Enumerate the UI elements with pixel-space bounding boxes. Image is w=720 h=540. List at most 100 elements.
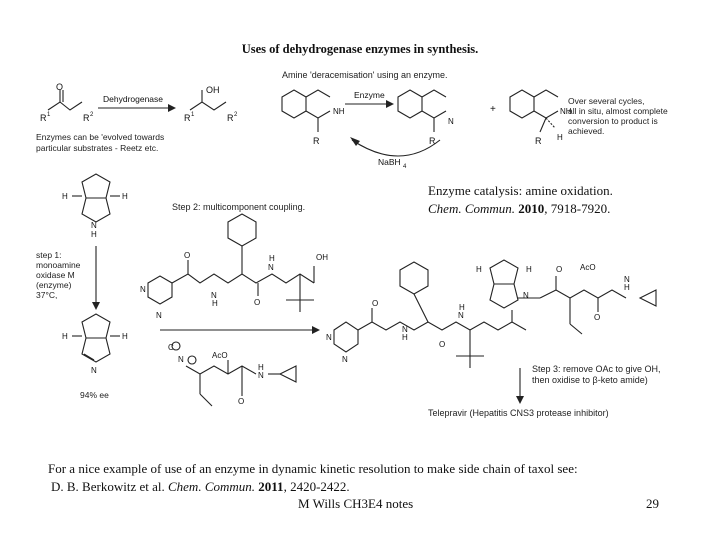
svg-text:NaBH: NaBH <box>378 157 401 167</box>
page-number: 29 <box>646 496 659 511</box>
evolved-note-line1: Enzymes can be 'evolved towards <box>36 132 165 142</box>
svg-text:N: N <box>156 311 162 320</box>
svg-text:N: N <box>326 333 332 342</box>
telepravir-label: Telepravir (Hepatitis CNS3 protease inhi… <box>428 408 609 418</box>
svg-text:N: N <box>91 221 97 230</box>
svg-text:R: R <box>313 136 320 146</box>
svg-text:N: N <box>342 355 348 364</box>
amine-oxidation-caption: Enzyme catalysis: amine oxidation. <box>428 183 613 198</box>
svg-text:R: R <box>40 113 47 123</box>
svg-text:Dehydrogenase: Dehydrogenase <box>103 94 163 104</box>
step3-line1: Step 3: remove OAc to give OH, <box>532 364 661 374</box>
svg-text:N: N <box>402 325 408 334</box>
nabh4-return-arrow: NaBH 4 <box>350 137 441 170</box>
cycles-note-line: conversion to product is <box>568 116 658 126</box>
dehydrogenase-arrow: Dehydrogenase <box>98 94 176 112</box>
svg-text:H: H <box>624 283 630 292</box>
footer-journal: Chem. Commun. <box>167 479 256 494</box>
footer-line2: D. B. Berkowitz et al. Chem. Commun. 201… <box>51 479 350 495</box>
svg-text:H: H <box>269 254 275 263</box>
svg-text:H: H <box>62 192 68 201</box>
svg-text:H: H <box>91 230 97 239</box>
svg-text:H: H <box>258 363 264 372</box>
svg-text:N: N <box>211 291 217 300</box>
svg-text:C: C <box>168 343 174 352</box>
footer-year: 2011 <box>258 479 284 494</box>
svg-text:O: O <box>254 298 260 307</box>
amine-racemic: R NH <box>281 89 345 146</box>
coupling-arrow <box>160 326 320 334</box>
footer-authors: D. B. Berkowitz et al. <box>51 479 165 494</box>
svg-text:2: 2 <box>234 112 238 118</box>
footer-pages: , 2420-2422. <box>283 479 350 494</box>
citation-2010: Chem. Commun. 2010, 7918-7920. <box>428 201 610 217</box>
svg-text:H: H <box>476 265 482 274</box>
svg-text:H: H <box>402 333 408 342</box>
svg-text:O: O <box>372 299 378 308</box>
svg-text:O: O <box>556 265 562 274</box>
enzyme-arrow: Enzyme <box>345 90 394 108</box>
svg-text:N: N <box>458 311 464 320</box>
svg-text:N: N <box>268 263 274 272</box>
cycles-note: Over several cycles, all in situ, almost… <box>568 96 668 136</box>
svg-text:O: O <box>238 397 244 406</box>
svg-text:NH: NH <box>560 107 572 116</box>
svg-text:NH: NH <box>333 107 345 116</box>
svg-text:H: H <box>526 265 532 274</box>
svg-text:4: 4 <box>403 164 407 170</box>
alcohol-structure: OH R 1 R 2 <box>184 85 238 123</box>
svg-text:1: 1 <box>47 112 51 118</box>
svg-text:R: R <box>535 136 542 146</box>
svg-text:Enzyme: Enzyme <box>354 90 385 100</box>
evolved-note-line2: particular substrates - Reetz etc. <box>36 143 159 153</box>
step2-label: Step 2: multicomponent coupling. <box>172 202 306 212</box>
cycles-note-line: achieved. <box>568 126 605 136</box>
svg-text:H: H <box>122 192 128 201</box>
step1-line: step 1: <box>36 250 62 260</box>
svg-text:O: O <box>56 82 63 92</box>
svg-text:O: O <box>184 251 190 260</box>
citation-year: 2010 <box>518 201 545 216</box>
svg-text:N: N <box>178 355 184 364</box>
step1-line: 37°C, <box>36 290 58 300</box>
step1-label: step 1: monoamine oxidase M (enzyme) 37°… <box>36 250 80 300</box>
svg-text:O: O <box>439 340 445 349</box>
step3-arrow <box>516 368 524 404</box>
step1-line: (enzyme) <box>36 280 72 290</box>
step1-line: monoamine <box>36 260 81 270</box>
svg-text:OH: OH <box>316 253 328 262</box>
step3-line2: then oxidise to β-keto amide) <box>532 375 648 385</box>
svg-text:H: H <box>62 332 68 341</box>
svg-text:H: H <box>212 299 218 308</box>
svg-text:R: R <box>227 113 234 123</box>
svg-text:R: R <box>429 136 436 146</box>
svg-text:R: R <box>83 113 90 123</box>
footer-line1: For a nice example of use of an enzyme i… <box>48 461 578 476</box>
svg-text:AcO: AcO <box>580 263 596 272</box>
bicyclic-imine: H H N <box>62 313 128 375</box>
ee-label: 94% ee <box>80 390 109 400</box>
svg-text:H: H <box>122 332 128 341</box>
svg-text:OH: OH <box>206 85 220 95</box>
cycles-note-line: all in situ, almost complete <box>568 106 668 116</box>
svg-text:1: 1 <box>191 112 195 118</box>
svg-text:N: N <box>448 117 454 126</box>
citation-journal: Chem. Commun. <box>428 201 516 216</box>
step1-arrow <box>92 246 100 310</box>
deracemisation-header: Amine 'deracemisation' using an enzyme. <box>282 70 448 80</box>
svg-text:H: H <box>459 303 465 312</box>
svg-text:+: + <box>490 104 496 115</box>
svg-text:AcO: AcO <box>212 351 228 360</box>
svg-text:R: R <box>184 113 191 123</box>
bicyclic-amine: H H N H <box>62 173 128 239</box>
citation-pages: , 7918-7920. <box>544 201 611 216</box>
ketone-structure: O R 1 R 2 <box>40 82 94 123</box>
slide-title: Uses of dehydrogenase enzymes in synthes… <box>241 42 479 56</box>
coupled-product: N N O N H O N H N O H H AcO O N H <box>326 259 657 368</box>
svg-text:N: N <box>91 366 97 375</box>
imine-structure: R N + <box>397 89 496 146</box>
amine-enantiopure: R H NH <box>509 89 572 146</box>
svg-text:N: N <box>140 285 146 294</box>
svg-text:H: H <box>557 133 563 142</box>
